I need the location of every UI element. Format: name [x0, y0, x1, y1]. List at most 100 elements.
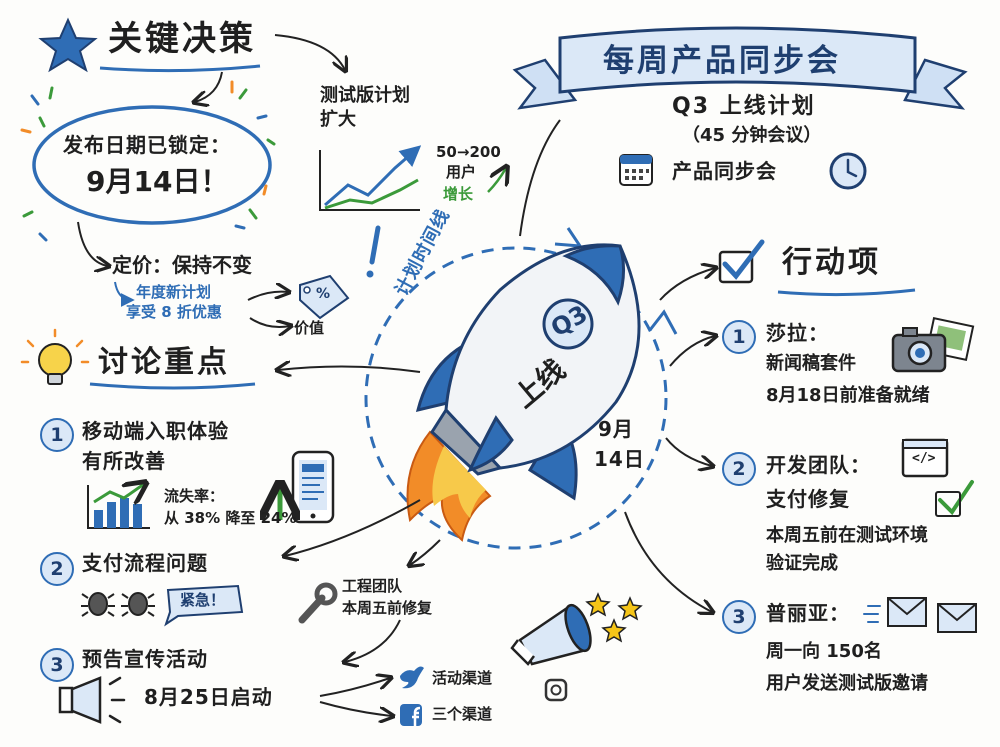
- discussion-item1-line1: 移动端入职体验: [82, 419, 229, 443]
- twitter-channel-label: 活动渠道: [432, 669, 493, 687]
- check-icon: [938, 480, 974, 516]
- launch-date: 9月14日！: [86, 165, 229, 198]
- heading-underline: [89, 382, 256, 390]
- beta-expand-line1: 测试版计划: [320, 85, 410, 106]
- rocket-illustration: [406, 243, 641, 542]
- action2-due-line2: 验证完成: [766, 553, 838, 574]
- beta-growth-label: 增长: [443, 185, 474, 203]
- banner-title: 每周产品同步会: [603, 43, 841, 79]
- confetti-decoration: [20, 80, 276, 242]
- arrow: [665, 437, 712, 466]
- instagram-icon: [544, 678, 568, 702]
- percent-sign: %: [316, 286, 331, 302]
- arrow: [114, 281, 135, 307]
- code-icon-text: </>: [912, 451, 936, 466]
- code-window-icon: [901, 438, 949, 478]
- action1-number: 1: [722, 320, 756, 354]
- action1-due: 8月18日前准备就绪: [766, 385, 930, 406]
- discussion-item3-title: 预告宣传活动: [82, 647, 208, 671]
- discussion-item1-number: 1: [40, 418, 74, 452]
- megaphone-icon: [510, 603, 592, 666]
- arrow: [274, 34, 345, 70]
- arrow: [278, 366, 421, 372]
- churn-bar-chart: [87, 484, 150, 529]
- meeting-name: 产品同步会: [672, 159, 777, 183]
- clock-icon: [829, 152, 867, 190]
- timeline-circle: [364, 246, 668, 550]
- email-icon: [863, 597, 977, 633]
- megaphone-icon: [58, 676, 126, 724]
- campaign-launch-date: 8月25日启动: [144, 685, 273, 709]
- bug-icon: [121, 592, 155, 617]
- arrow: [249, 317, 290, 327]
- facebook-icon: [400, 704, 422, 726]
- churn-label: 流失率：: [164, 487, 225, 505]
- star-icon: [38, 17, 98, 73]
- growth-arrow: [487, 168, 506, 193]
- arrow: [319, 678, 390, 697]
- beta-users-line2: 用户: [446, 163, 477, 181]
- heading-underline: [99, 64, 261, 73]
- annual-plan-line1: 年度新计划: [136, 283, 212, 301]
- arrow: [624, 511, 712, 612]
- pricing-decision: 定价：保持不变: [112, 253, 252, 277]
- value-label: 价值: [294, 319, 325, 337]
- action3-task-line2: 用户发送测试版邀请: [766, 673, 928, 694]
- star-icon: [585, 592, 643, 643]
- action3-number: 3: [722, 600, 756, 634]
- price-tag-icon: [299, 274, 350, 320]
- phone-icon: [291, 450, 335, 524]
- action1-owner: 莎拉：: [766, 321, 829, 345]
- rocket-date-line2: 14日: [594, 447, 645, 471]
- action-items-heading: 行动项: [782, 245, 881, 280]
- wrench-icon: [298, 582, 338, 624]
- arrow: [319, 701, 392, 716]
- discussion-item2-number: 2: [40, 552, 74, 586]
- arrow: [77, 221, 108, 266]
- bug-icon: [81, 592, 115, 617]
- arrow: [410, 539, 441, 565]
- beta-expand-line2: 扩大: [320, 109, 356, 130]
- camera-icon: [891, 327, 947, 373]
- action3-task-line1: 周一向 150名: [766, 641, 882, 662]
- arrow: [247, 292, 288, 301]
- twitter-icon: [400, 666, 424, 689]
- action2-number: 2: [722, 452, 756, 486]
- discussion-heading: 讨论重点: [98, 345, 230, 380]
- arrow: [285, 499, 421, 556]
- connector-line: [519, 119, 561, 237]
- heading-underline: [777, 288, 916, 297]
- checkbox-icon: [718, 239, 765, 284]
- arrow: [669, 336, 715, 367]
- eng-fix-deadline: 本周五前修复: [342, 599, 433, 617]
- timeline-arrowhead: [554, 227, 583, 248]
- rocket-date-line1: 9月: [598, 417, 634, 441]
- arrow: [195, 71, 223, 102]
- arrow: [659, 268, 715, 301]
- action2-owner: 开发团队：: [766, 453, 871, 477]
- lightbulb-icon: [20, 328, 90, 385]
- action1-task: 新闻稿套件: [766, 353, 856, 374]
- three-channels-label: 三个渠道: [432, 705, 493, 723]
- meeting-duration: （45 分钟会议）: [682, 125, 822, 146]
- discussion-item3-number: 3: [40, 648, 74, 682]
- action2-task: 支付修复: [766, 487, 850, 511]
- beta-users-line1: 50→200: [436, 143, 501, 161]
- beta-growth-chart: [319, 145, 422, 211]
- launch-locked-label: 发布日期已锁定：: [63, 133, 231, 157]
- churn-change: 从 38% 降至 24%: [164, 509, 297, 527]
- exclamation-icon: [366, 225, 381, 278]
- key-decisions-heading: 关键决策: [108, 19, 256, 59]
- title-banner: [512, 26, 968, 110]
- eng-team-label: 工程团队: [342, 577, 403, 595]
- timeline-arrowhead: [648, 309, 678, 335]
- discussion-item1-line2: 有所改善: [82, 449, 166, 473]
- discussion-item2-title: 支付流程问题: [82, 551, 208, 575]
- action3-owner: 普丽亚：: [766, 601, 850, 625]
- checkbox-icon: [935, 491, 961, 517]
- urgent-bubble: [164, 584, 244, 627]
- annual-plan-line2: 享受 8 折优惠: [126, 303, 222, 321]
- arrow: [345, 619, 401, 662]
- action2-due-line1: 本周五前在测试环境: [766, 525, 928, 546]
